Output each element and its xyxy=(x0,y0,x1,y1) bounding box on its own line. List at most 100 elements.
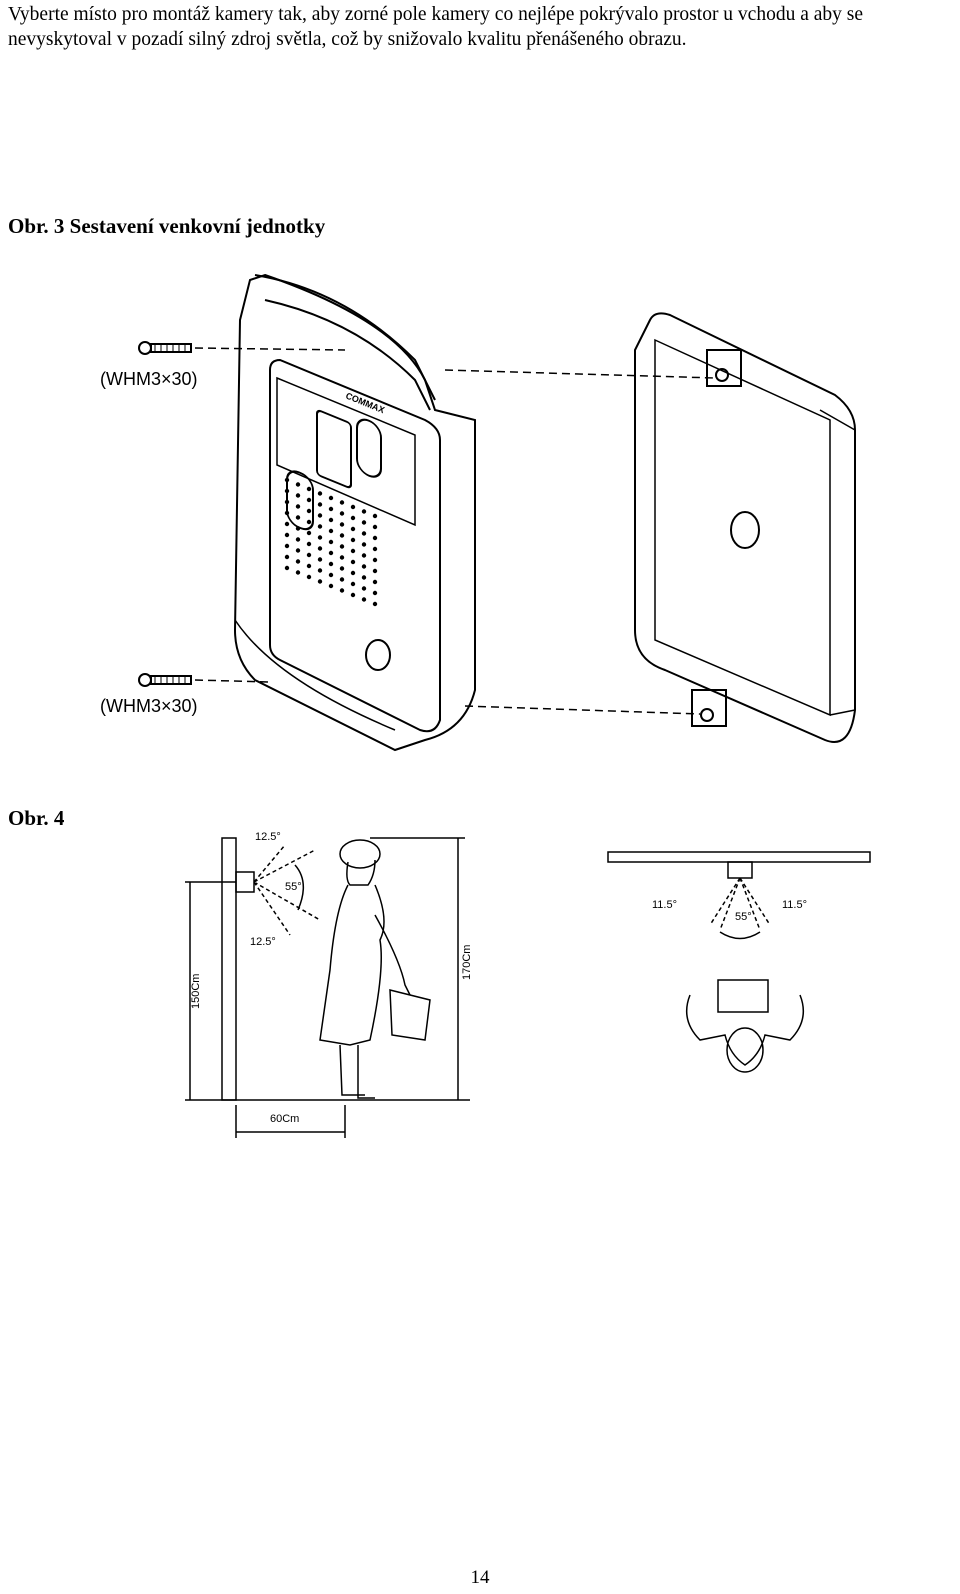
top-angle-mid-label: 55° xyxy=(735,911,752,923)
grille-hole xyxy=(284,477,290,483)
grille-hole xyxy=(317,502,323,507)
page-number: 14 xyxy=(470,1567,490,1588)
grille-hole xyxy=(361,509,367,514)
grille-hole xyxy=(339,522,345,527)
angle-mid-label: 55° xyxy=(285,881,302,893)
grille-hole xyxy=(372,579,378,585)
side-camera xyxy=(235,871,255,893)
grille-hole xyxy=(284,532,290,538)
grille-hole xyxy=(306,508,312,514)
unit-front-panel xyxy=(269,358,441,733)
height-150-label: 150Cm xyxy=(190,974,202,1009)
grille-hole xyxy=(328,528,334,534)
grille-hole xyxy=(306,486,312,492)
grille-hole xyxy=(306,497,312,503)
grille-hole xyxy=(339,511,345,516)
grille-hole xyxy=(361,531,367,536)
grille-hole xyxy=(361,597,367,602)
grille-hole xyxy=(284,499,290,505)
grille-hole xyxy=(306,574,312,580)
person-side-view xyxy=(319,839,431,1099)
figure-3-drawing: (WHM3×30) (WHM3×30) COMMAX xyxy=(100,273,856,752)
grille-hole xyxy=(306,563,312,569)
grille-hole xyxy=(372,590,378,596)
grille-hole xyxy=(350,548,356,554)
grille-hole xyxy=(295,537,301,542)
grille-hole xyxy=(339,500,345,505)
back-box-inner xyxy=(654,338,831,717)
grille-hole xyxy=(306,530,312,536)
figure-4-caption: Obr. 4 xyxy=(8,806,65,830)
screw-label-top: (WHM3×30) xyxy=(100,369,198,389)
grille-hole xyxy=(350,581,356,587)
grille-hole xyxy=(317,546,323,551)
grille-hole xyxy=(328,539,334,545)
intro-paragraph: Vyberte místo pro montáž kamery tak, aby… xyxy=(8,4,864,50)
person-top-view xyxy=(685,979,805,1073)
grille-hole xyxy=(284,543,290,549)
back-box-outer xyxy=(634,312,856,743)
angle-top-label: 12.5° xyxy=(255,831,281,843)
alignment-line-bottom xyxy=(194,679,701,715)
grille-hole xyxy=(361,564,367,569)
grille-hole xyxy=(317,579,323,584)
grille-hole xyxy=(295,482,301,487)
distance-line xyxy=(235,1105,346,1138)
speaker-grille xyxy=(284,477,378,607)
grille-hole xyxy=(317,491,323,496)
grille-hole xyxy=(372,524,378,530)
grille-hole xyxy=(350,504,356,510)
unit-rain-hood xyxy=(254,274,436,401)
height-170-label: 170Cm xyxy=(461,945,473,980)
grille-hole xyxy=(361,553,367,558)
grille-hole xyxy=(328,583,334,589)
grille-hole xyxy=(339,555,345,560)
grille-hole xyxy=(317,535,323,540)
grille-hole xyxy=(295,570,301,575)
screw-label-bottom: (WHM3×30) xyxy=(100,696,198,716)
top-angle-right-label: 11.5° xyxy=(782,899,807,911)
top-camera xyxy=(727,861,753,879)
grille-hole xyxy=(328,561,334,567)
grille-hole xyxy=(295,548,301,553)
grille-hole xyxy=(295,515,301,520)
grille-hole xyxy=(361,575,367,580)
grille-hole xyxy=(350,570,356,576)
camera-window-center xyxy=(316,409,352,489)
grille-hole xyxy=(306,519,312,525)
grille-hole xyxy=(372,568,378,574)
grille-hole xyxy=(372,513,378,519)
grille-hole xyxy=(284,510,290,516)
grille-hole xyxy=(317,568,323,573)
grille-hole xyxy=(372,557,378,563)
wall xyxy=(221,837,237,1101)
ceiling-plate xyxy=(607,851,871,863)
grille-hole xyxy=(361,542,367,547)
grille-hole xyxy=(317,557,323,562)
grille-hole xyxy=(328,495,334,501)
grille-hole xyxy=(372,601,378,607)
alignment-line-top xyxy=(194,347,716,379)
grille-hole xyxy=(372,546,378,552)
angle-bottom-label: 12.5° xyxy=(250,936,276,948)
screw-top xyxy=(138,341,192,355)
grille-hole xyxy=(317,513,323,518)
grille-hole xyxy=(350,515,356,521)
cable-hole xyxy=(730,511,760,549)
grille-hole xyxy=(328,572,334,578)
bottom-mount-lug xyxy=(691,689,727,727)
grille-hole xyxy=(361,586,367,591)
grille-hole xyxy=(350,592,356,598)
height-150-line xyxy=(185,881,236,1100)
grille-hole xyxy=(372,535,378,541)
grille-hole xyxy=(317,524,323,529)
grille-hole xyxy=(284,565,290,571)
grille-hole xyxy=(339,566,345,571)
grille-hole xyxy=(339,588,345,593)
call-button xyxy=(365,639,391,671)
unit-outer-shell xyxy=(233,273,476,752)
screw-bottom xyxy=(138,673,192,687)
figure-4-drawing: 12.5° 55° 12.5° 150Cm 170Cm 60Cm 11.5° 5… xyxy=(185,831,871,1138)
height-170-line xyxy=(370,837,465,1100)
grille-hole xyxy=(295,504,301,509)
